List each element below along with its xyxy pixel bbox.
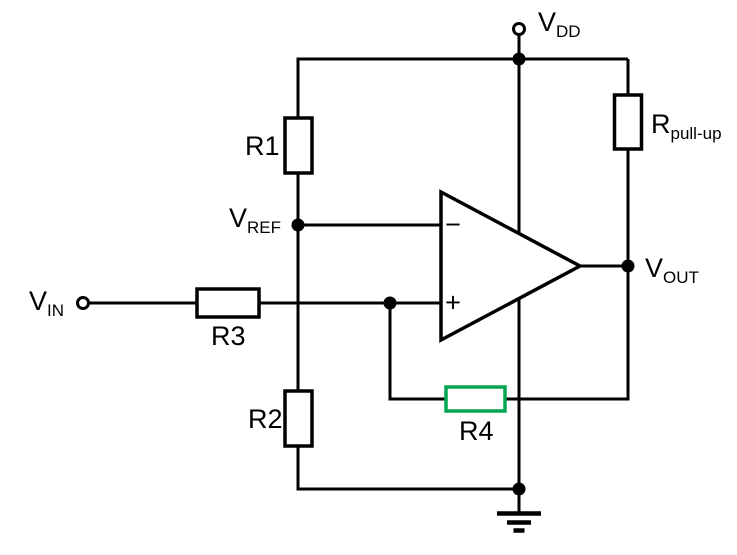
r3-resistor-body xyxy=(195,287,261,319)
vdd-label: VDD xyxy=(538,7,581,41)
vdd-junction-dot xyxy=(512,52,526,66)
opamp-inverting-input-symbol: − xyxy=(445,210,461,240)
opamp-noninverting-input-symbol: + xyxy=(445,288,461,318)
ground-symbol xyxy=(497,489,541,533)
r1-label: R1 xyxy=(245,131,280,161)
wire-feedback-r4-path xyxy=(388,266,630,401)
r2-label: R2 xyxy=(248,404,283,434)
vout-junction-dot xyxy=(621,259,635,273)
r4-label: R4 xyxy=(459,416,494,446)
opamp-triangle xyxy=(439,189,584,343)
rpullup-label: Rpull-up xyxy=(651,109,722,143)
r4-resistor-body xyxy=(444,385,507,413)
vin-label: VIN xyxy=(29,286,64,320)
vref-junction-dot xyxy=(291,218,305,232)
r2-resistor-body xyxy=(283,389,314,448)
r3-label: R3 xyxy=(211,321,246,351)
r1-resistor-body xyxy=(283,116,314,175)
noninverting-junction-dot xyxy=(383,296,397,310)
vdd-terminal-circle xyxy=(512,22,526,36)
rpullup-resistor-body xyxy=(612,93,644,151)
vref-label: VREF xyxy=(229,203,281,237)
vout-label: VOUT xyxy=(645,253,699,287)
vin-terminal-circle xyxy=(76,296,90,310)
